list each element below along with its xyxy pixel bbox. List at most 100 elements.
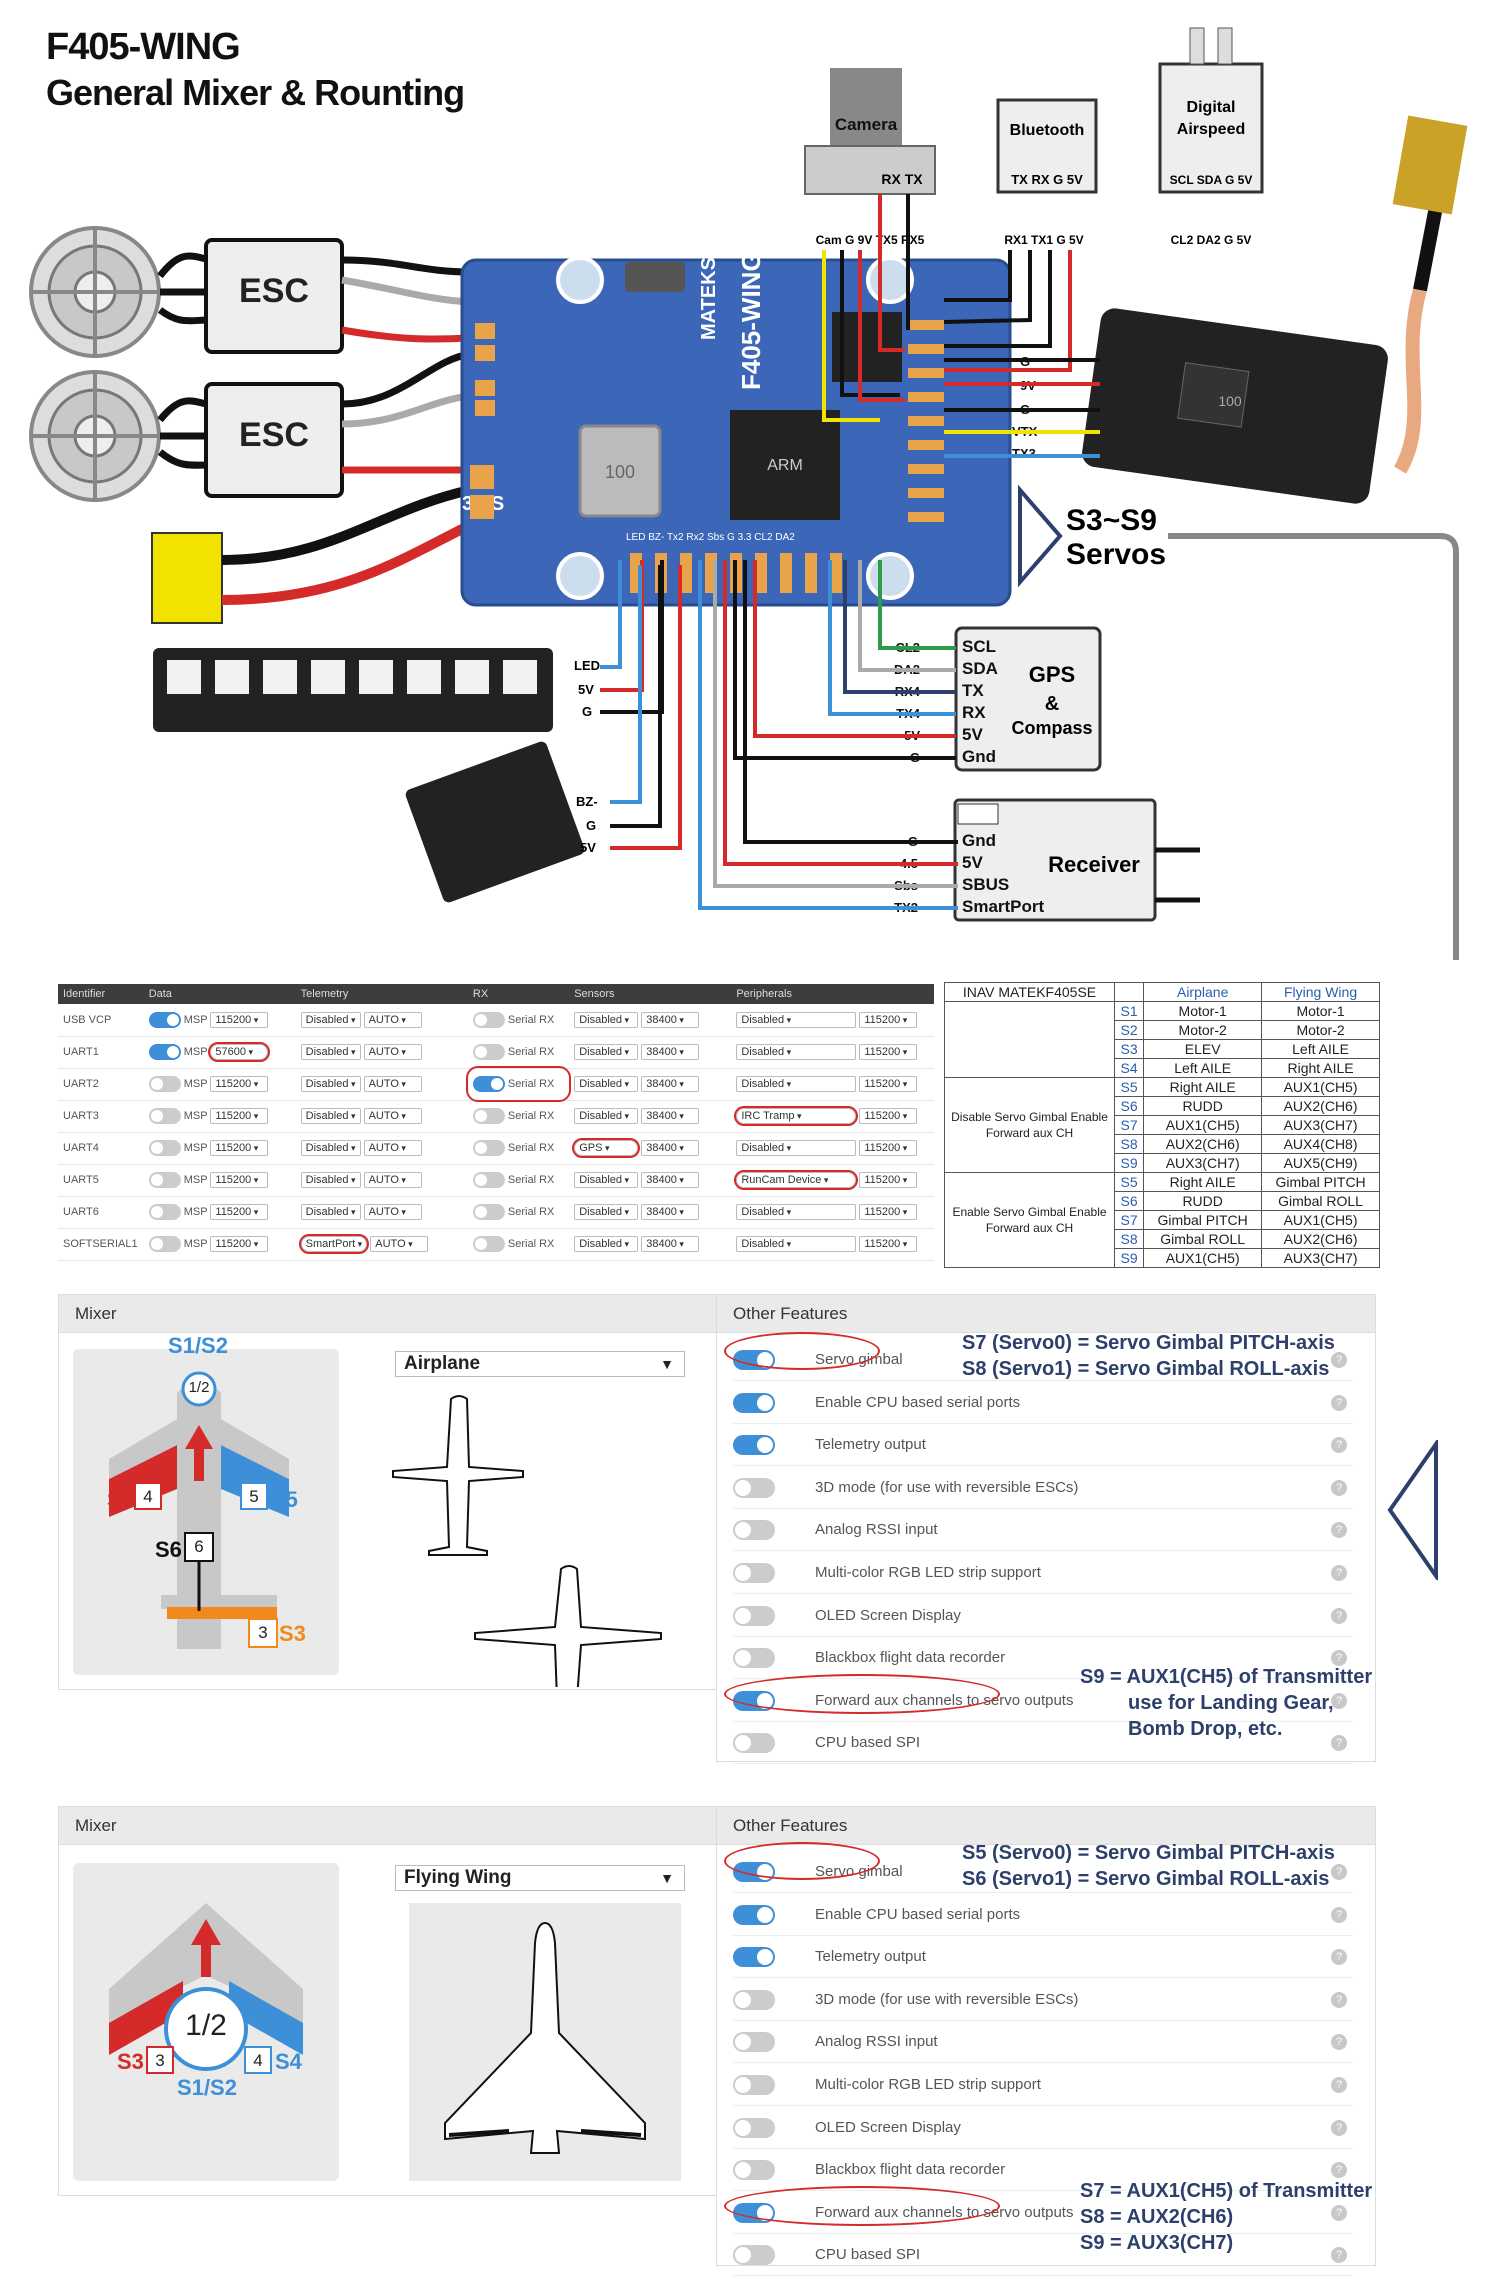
- msp-toggle[interactable]: [148, 1236, 181, 1252]
- sensor-baud-select[interactable]: 38400: [641, 1108, 700, 1124]
- feature-toggle[interactable]: [733, 1392, 775, 1413]
- help-icon[interactable]: ?: [1331, 2162, 1347, 2179]
- telemetry-select[interactable]: Disabled: [300, 1140, 361, 1156]
- telemetry-select[interactable]: Disabled: [300, 1076, 361, 1092]
- help-icon[interactable]: ?: [1331, 1607, 1347, 1624]
- help-icon[interactable]: ?: [1331, 1565, 1347, 1581]
- feature-toggle[interactable]: [733, 1520, 775, 1541]
- msp-toggle[interactable]: [148, 1044, 181, 1060]
- msp-toggle[interactable]: [148, 1204, 181, 1220]
- telemetry-select[interactable]: Disabled: [300, 1108, 361, 1124]
- peripheral-baud-select[interactable]: 115200: [859, 1044, 918, 1060]
- telemetry-baud-select[interactable]: AUTO: [363, 1044, 422, 1060]
- serial-rx-toggle[interactable]: [472, 1108, 505, 1124]
- msp-baud-select[interactable]: 115200: [210, 1172, 269, 1188]
- help-icon[interactable]: ?: [1331, 1906, 1347, 1923]
- peripheral-select[interactable]: Disabled: [736, 1011, 857, 1028]
- peripheral-baud-select[interactable]: 115200: [859, 1076, 918, 1092]
- serial-rx-toggle[interactable]: [472, 1172, 505, 1188]
- msp-baud-select[interactable]: 115200: [210, 1108, 269, 1124]
- peripheral-select[interactable]: Disabled: [736, 1236, 857, 1252]
- telemetry-select[interactable]: Disabled: [300, 1204, 361, 1220]
- feature-toggle[interactable]: [733, 1435, 775, 1456]
- help-icon[interactable]: ?: [1331, 1949, 1347, 1966]
- feature-toggle[interactable]: [733, 2160, 775, 2181]
- sensor-baud-select[interactable]: 38400: [641, 1204, 700, 1220]
- sensor-select[interactable]: Disabled: [574, 1236, 639, 1252]
- peripheral-select[interactable]: Disabled: [736, 1204, 857, 1220]
- sensor-select[interactable]: Disabled: [574, 1076, 639, 1092]
- telemetry-select[interactable]: Disabled: [300, 1172, 361, 1188]
- sensor-select[interactable]: Disabled: [574, 1044, 639, 1060]
- telemetry-baud-select[interactable]: AUTO: [370, 1236, 429, 1252]
- msp-baud-select[interactable]: 115200: [210, 1076, 269, 1092]
- msp-toggle[interactable]: [148, 1140, 181, 1156]
- feature-toggle[interactable]: [733, 2075, 775, 2096]
- peripheral-select[interactable]: IRC Tramp: [734, 1106, 859, 1126]
- telemetry-baud-select[interactable]: AUTO: [363, 1204, 422, 1220]
- msp-baud-select[interactable]: 57600: [208, 1042, 271, 1062]
- help-icon[interactable]: ?: [1331, 2077, 1347, 2093]
- feature-toggle[interactable]: [733, 1563, 775, 1584]
- serial-rx-toggle[interactable]: [472, 1044, 505, 1060]
- help-icon[interactable]: ?: [1331, 1394, 1347, 1411]
- peripheral-baud-select[interactable]: 115200: [859, 1236, 918, 1252]
- help-icon[interactable]: ?: [1331, 1991, 1347, 2008]
- sensor-baud-select[interactable]: 38400: [641, 1172, 700, 1188]
- telemetry-baud-select[interactable]: AUTO: [363, 1011, 422, 1028]
- peripheral-select[interactable]: Disabled: [736, 1044, 857, 1060]
- sensor-select[interactable]: Disabled: [574, 1172, 639, 1188]
- mixer-select[interactable]: Airplane▼: [395, 1351, 685, 1377]
- feature-toggle[interactable]: [733, 1904, 775, 1925]
- msp-baud-select[interactable]: 115200: [210, 1011, 269, 1028]
- telemetry-baud-select[interactable]: AUTO: [363, 1076, 422, 1092]
- help-icon[interactable]: ?: [1331, 2034, 1347, 2051]
- sensor-baud-select[interactable]: 38400: [641, 1076, 700, 1092]
- feature-toggle[interactable]: [733, 1989, 775, 2010]
- help-icon[interactable]: ?: [1331, 1650, 1347, 1667]
- help-icon[interactable]: ?: [1331, 1864, 1347, 1880]
- help-icon[interactable]: ?: [1331, 2119, 1347, 2136]
- feature-toggle[interactable]: [733, 2032, 775, 2053]
- peripheral-select[interactable]: Disabled: [736, 1076, 857, 1092]
- help-icon[interactable]: ?: [1331, 2204, 1347, 2221]
- msp-baud-select[interactable]: 115200: [210, 1140, 269, 1156]
- telemetry-baud-select[interactable]: AUTO: [363, 1172, 422, 1188]
- help-icon[interactable]: ?: [1331, 2247, 1347, 2264]
- help-icon[interactable]: ?: [1331, 1735, 1347, 1752]
- sensor-select[interactable]: Disabled: [574, 1011, 639, 1028]
- telemetry-baud-select[interactable]: AUTO: [363, 1108, 422, 1124]
- help-icon[interactable]: ?: [1331, 1479, 1347, 1496]
- feature-toggle[interactable]: [733, 1648, 775, 1669]
- feature-toggle[interactable]: [733, 1733, 775, 1754]
- sensor-baud-select[interactable]: 38400: [641, 1044, 700, 1060]
- sensor-select[interactable]: GPS: [572, 1138, 641, 1158]
- sensor-select[interactable]: Disabled: [574, 1108, 639, 1124]
- help-icon[interactable]: ?: [1331, 1352, 1347, 1368]
- msp-toggle[interactable]: [148, 1172, 181, 1188]
- peripheral-select[interactable]: Disabled: [736, 1140, 857, 1156]
- msp-toggle[interactable]: [148, 1108, 181, 1124]
- serial-rx-toggle[interactable]: [472, 1204, 505, 1220]
- feature-toggle[interactable]: [733, 1477, 775, 1498]
- telemetry-baud-select[interactable]: AUTO: [363, 1140, 422, 1156]
- peripheral-baud-select[interactable]: 115200: [859, 1108, 918, 1124]
- sensor-baud-select[interactable]: 38400: [641, 1140, 700, 1156]
- telemetry-select[interactable]: Disabled: [300, 1044, 361, 1060]
- sensor-select[interactable]: Disabled: [574, 1204, 639, 1220]
- serial-rx-toggle[interactable]: [472, 1076, 505, 1092]
- peripheral-baud-select[interactable]: 115200: [859, 1140, 918, 1156]
- peripheral-baud-select[interactable]: 115200: [859, 1172, 918, 1188]
- peripheral-baud-select[interactable]: 115200: [859, 1204, 918, 1220]
- telemetry-select[interactable]: Disabled: [300, 1011, 361, 1028]
- serial-rx-toggle[interactable]: [472, 1236, 505, 1252]
- telemetry-select[interactable]: SmartPort: [298, 1234, 370, 1254]
- mixer-select[interactable]: Flying Wing▼: [395, 1865, 685, 1891]
- serial-rx-toggle[interactable]: [472, 1140, 505, 1156]
- help-icon[interactable]: ?: [1331, 1522, 1347, 1539]
- feature-toggle[interactable]: [733, 1605, 775, 1626]
- sensor-baud-select[interactable]: 38400: [641, 1011, 700, 1028]
- sensor-baud-select[interactable]: 38400: [641, 1236, 700, 1252]
- serial-rx-toggle[interactable]: [472, 1011, 505, 1028]
- help-icon[interactable]: ?: [1331, 1437, 1347, 1454]
